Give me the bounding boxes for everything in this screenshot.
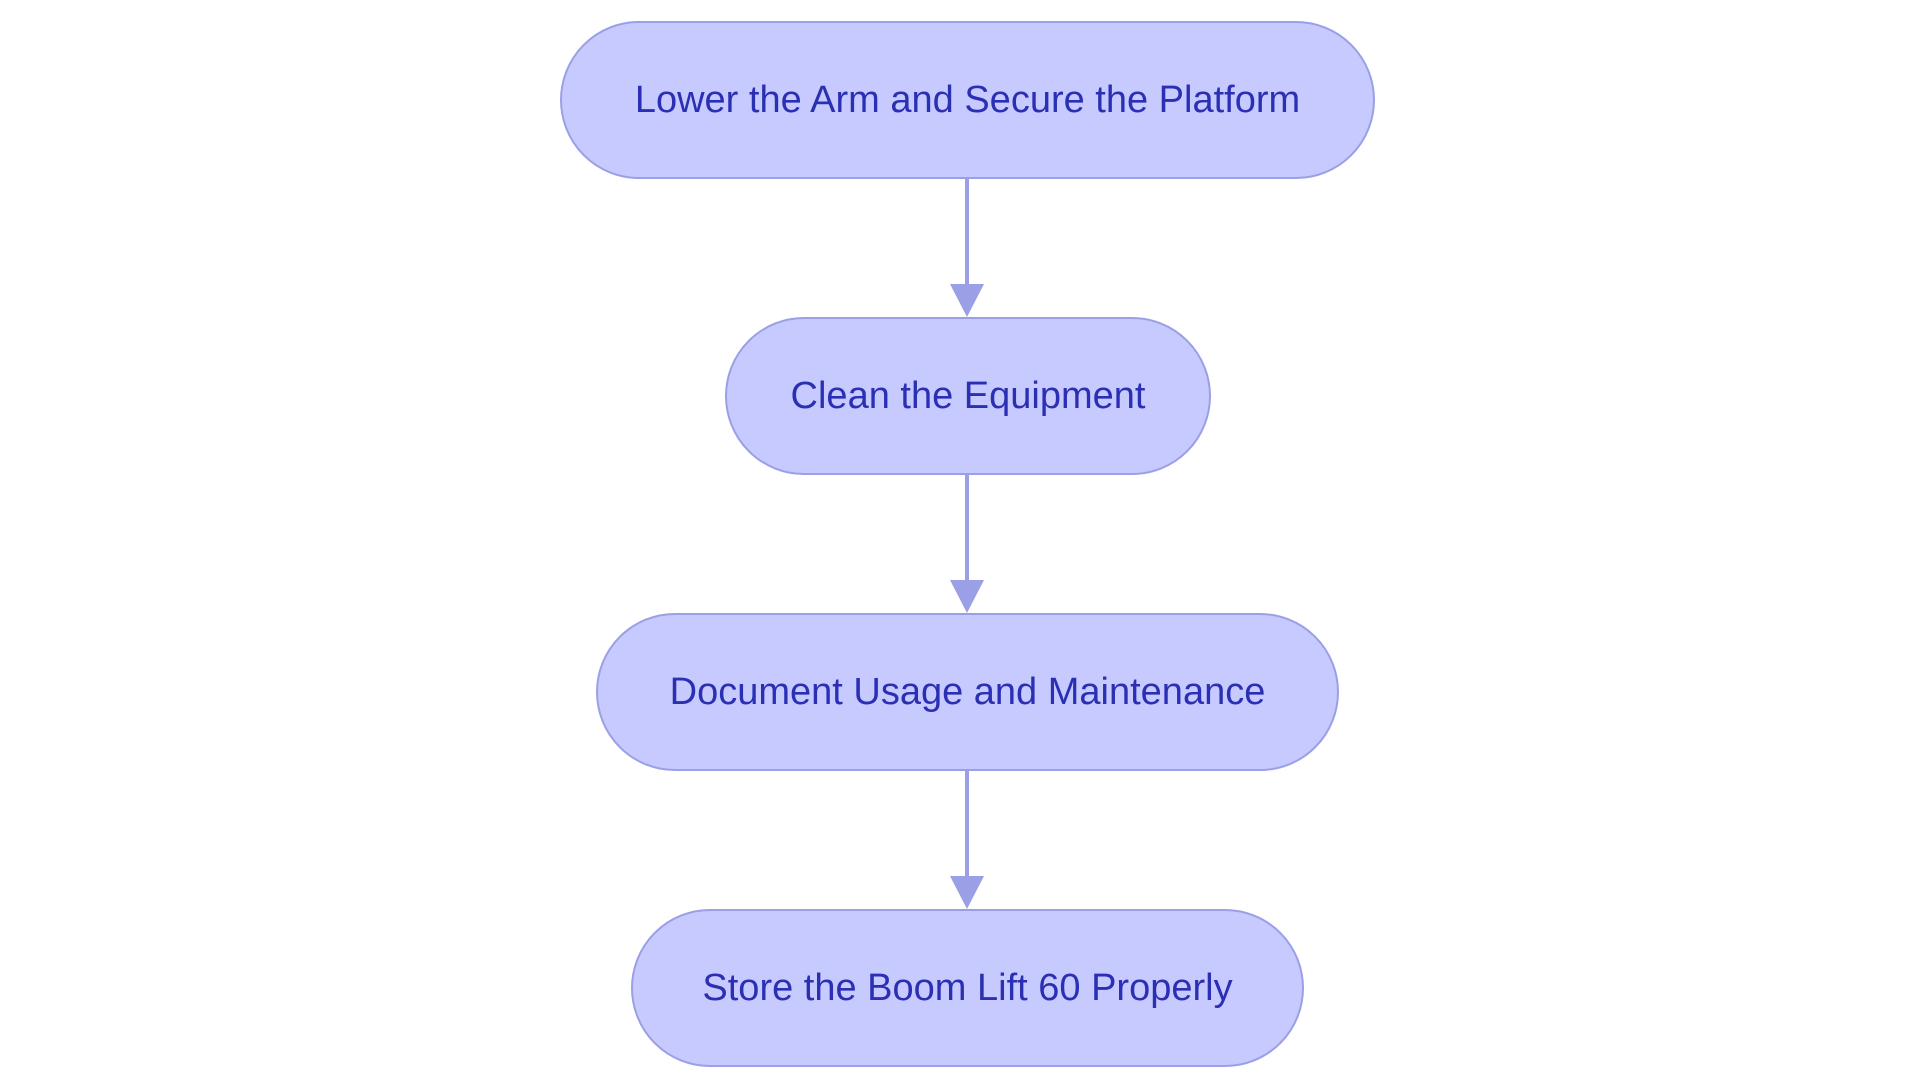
arrow-n1-n2 — [950, 179, 984, 317]
node-label: Document Usage and Maintenance — [669, 670, 1266, 713]
node-clean-equipment: Clean the Equipment — [725, 317, 1211, 475]
node-store-boom-lift: Store the Boom Lift 60 Properly — [631, 909, 1304, 1067]
node-document-usage-maintenance: Document Usage and Maintenance — [596, 613, 1339, 771]
node-label: Clean the Equipment — [790, 374, 1146, 417]
node-lower-arm-secure-platform: Lower the Arm and Secure the Platform — [560, 21, 1375, 179]
node-label: Store the Boom Lift 60 Properly — [702, 966, 1233, 1009]
arrow-n3-n4 — [950, 771, 984, 909]
node-label: Lower the Arm and Secure the Platform — [634, 78, 1301, 121]
arrow-n2-n3 — [950, 475, 984, 613]
